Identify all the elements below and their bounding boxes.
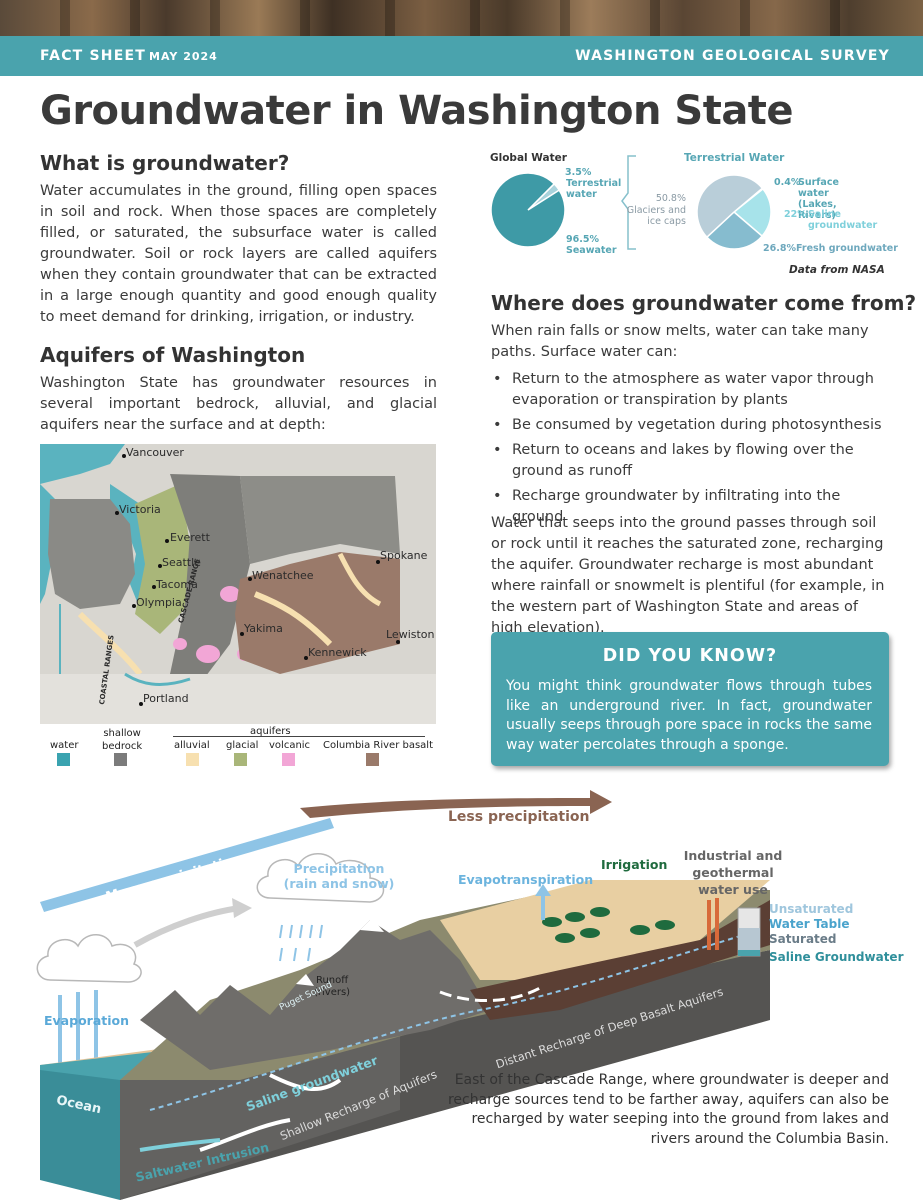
map-city-label: Everett bbox=[170, 531, 210, 544]
dyk-body: You might think groundwater flows throug… bbox=[506, 678, 872, 753]
runoff-label: Runoff (rivers) bbox=[314, 975, 351, 998]
aquifer-map: Vancouver Victoria Everett Seattle Tacom… bbox=[40, 444, 436, 724]
industrial-label: Industrial and geothermal water use bbox=[683, 848, 783, 897]
layer-label: Unsaturated bbox=[769, 902, 854, 916]
terr-slice-label: Saline groundwater bbox=[808, 209, 878, 231]
list-item: Be consumed by vegetation during photosy… bbox=[491, 415, 891, 436]
surface-water-paths: Return to the atmosphere as water vapor … bbox=[491, 369, 891, 532]
global-slice-label: Seawater bbox=[566, 245, 617, 256]
pie-slice-1 bbox=[490, 172, 566, 248]
where-heading: Where does groundwater come from? bbox=[491, 291, 917, 315]
global-slice-value: 96.5% bbox=[566, 234, 599, 245]
legend-label: shallow bedrock bbox=[102, 728, 143, 752]
less-precipitation-label: Less precipitation bbox=[448, 809, 590, 825]
terrestrial-pie bbox=[696, 174, 772, 250]
map-legend: aquifers water shallow bedrock alluvial … bbox=[40, 726, 440, 774]
evapotranspiration-label: Evapotranspiration bbox=[458, 872, 594, 887]
layer-label: Saline Groundwater bbox=[769, 950, 904, 964]
legend-label: water bbox=[50, 740, 79, 751]
legend-label: Columbia River basalt bbox=[323, 740, 433, 751]
terr-slice-value: 26.8% bbox=[763, 243, 796, 254]
aquifers-heading: Aquifers of Washington bbox=[40, 343, 306, 367]
legend-label: alluvial bbox=[174, 740, 210, 751]
terrestrial-chart-title: Terrestrial Water bbox=[684, 152, 785, 164]
legend-swatch bbox=[282, 753, 295, 766]
legend-swatch bbox=[186, 753, 199, 766]
chart-bracket bbox=[621, 155, 636, 250]
terr-slice-value: 0.4% bbox=[774, 177, 801, 188]
legend-swatch bbox=[234, 753, 247, 766]
list-item: Return to the atmosphere as water vapor … bbox=[491, 369, 891, 411]
evaporation-label: Evaporation bbox=[44, 1013, 130, 1028]
list-item: Return to oceans and lakes by flowing ov… bbox=[491, 440, 891, 482]
global-slice-label: Terrestrial water bbox=[566, 178, 622, 200]
irrigation-label: Irrigation bbox=[601, 857, 668, 872]
legend-label: volcanic bbox=[269, 740, 311, 751]
layer-label: Water Table bbox=[769, 917, 850, 931]
where-body: Water that seeps into the ground passes … bbox=[491, 515, 885, 636]
map-svg bbox=[40, 444, 436, 724]
map-city-dots bbox=[115, 454, 400, 706]
header-bar: FACT SHEET MAY 2024 WASHINGTON GEOLOGICA… bbox=[0, 36, 923, 76]
global-pie bbox=[490, 172, 566, 248]
diagram-svg bbox=[36, 790, 770, 1200]
dyk-heading: DID YOU KNOW? bbox=[602, 646, 778, 666]
map-city-label: Tacoma bbox=[156, 578, 198, 591]
precipitation-label: Precipitation (rain and snow) bbox=[283, 861, 395, 891]
global-chart-title: Global Water bbox=[490, 152, 567, 164]
page-title: Groundwater in Washington State bbox=[40, 88, 794, 134]
org-name: WASHINGTON GEOLOGICAL SURVEY bbox=[575, 48, 890, 64]
legend-swatch bbox=[366, 753, 379, 766]
pie-slice-3 bbox=[696, 174, 764, 239]
terr-slice-label: Surface water (Lakes, Rivers) bbox=[798, 177, 839, 221]
water-distribution-charts: Global Water 3.5% Terrestrial water 96.5… bbox=[488, 148, 903, 278]
legend-label: glacial bbox=[226, 740, 259, 751]
map-city-label: Portland bbox=[143, 692, 189, 705]
chart-source: Data from NASA bbox=[789, 264, 885, 276]
diagram-caption: East of the Cascade Range, where groundw… bbox=[447, 1072, 889, 1147]
legend-swatch bbox=[114, 753, 127, 766]
terr-slice-label: Fresh groundwater bbox=[796, 243, 898, 254]
map-city-label: Spokane bbox=[380, 549, 428, 562]
header-photo-strip bbox=[0, 0, 923, 36]
list-item: Recharge groundwater by infiltrating int… bbox=[491, 486, 891, 528]
fact-sheet-label: FACT SHEET bbox=[40, 48, 146, 64]
map-city-label: Wenatchee bbox=[252, 569, 314, 582]
map-city-label: Olympia bbox=[136, 596, 182, 609]
map-city-label: Yakima bbox=[244, 622, 283, 635]
map-city-label: Vancouver bbox=[126, 446, 184, 459]
map-city-label: Lewiston bbox=[386, 628, 435, 641]
legend-aquifers-label: aquifers bbox=[250, 726, 291, 737]
what-heading: What is groundwater? bbox=[40, 151, 290, 175]
terr-slice-label: Glaciers and ice caps bbox=[626, 205, 686, 227]
issue-date: MAY 2024 bbox=[149, 50, 218, 63]
pie-slice-1 bbox=[732, 187, 772, 238]
terr-slice-value: 22% bbox=[784, 209, 807, 220]
map-city-label: Victoria bbox=[119, 503, 161, 516]
layer-label: Saturated bbox=[769, 932, 837, 946]
did-you-know-box: DID YOU KNOW? You might think groundwate… bbox=[491, 632, 889, 766]
aquifers-body: Washington State has groundwater resourc… bbox=[40, 375, 437, 433]
global-slice-value: 3.5% bbox=[565, 167, 592, 178]
terr-slice-value: 50.8% bbox=[655, 193, 686, 204]
groundwater-cycle-diagram: Less precipitation More precipitation Pr… bbox=[0, 780, 923, 1200]
what-body: Water accumulates in the ground, filling… bbox=[40, 183, 437, 325]
pie-slice-2 bbox=[705, 210, 764, 250]
where-intro: When rain falls or snow melts, water can… bbox=[491, 323, 869, 360]
legend-swatch bbox=[57, 753, 70, 766]
map-city-label: Kennewick bbox=[308, 646, 367, 659]
map-city-label: Seattle bbox=[162, 556, 201, 569]
